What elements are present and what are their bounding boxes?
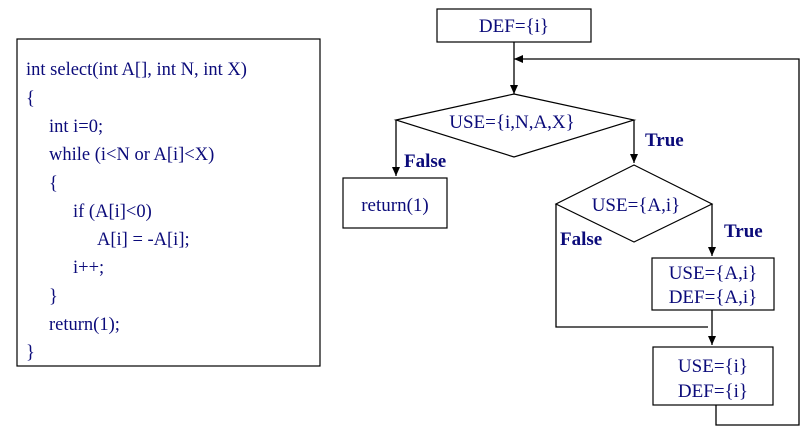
loop-false-label: False	[404, 151, 446, 172]
code-line-2: {	[26, 89, 35, 109]
assign-node-def-label: DEF={A,i}	[669, 287, 758, 308]
def-node: DEF={i}	[436, 8, 592, 43]
code-line-3: int i=0;	[49, 117, 103, 137]
code-line-5: {	[49, 174, 58, 194]
if-true-label: True	[724, 221, 763, 242]
code-listing-box	[16, 38, 321, 367]
code-line-6: if (A[i]<0)	[73, 202, 152, 222]
assign-node: USE={A,i} DEF={A,i}	[651, 257, 775, 311]
return-node-label: return(1)	[361, 195, 429, 216]
return-node: return(1)	[342, 177, 448, 229]
def-node-label: DEF={i}	[479, 16, 549, 37]
if-condition-diamond	[554, 164, 714, 243]
loop-true-label: True	[645, 130, 684, 151]
code-line-9: }	[49, 287, 58, 307]
edge-loop-back	[514, 55, 800, 426]
increment-node-box	[652, 346, 774, 406]
increment-node-use-label: USE={i}	[678, 356, 748, 377]
code-line-7: A[i] = -A[i];	[97, 230, 190, 250]
if-false-label: False	[560, 229, 602, 250]
edge-if-false	[555, 204, 708, 328]
if-condition-label: USE={A,i}	[592, 195, 681, 216]
loop-condition-node: USE={i,N,A,X}	[393, 93, 637, 158]
code-line-8: i++;	[73, 258, 104, 278]
assign-node-box	[651, 257, 775, 311]
code-line-11: }	[26, 343, 35, 363]
edge-labels: False True False True	[404, 130, 763, 250]
loop-condition-diamond	[393, 93, 637, 158]
increment-node: USE={i} DEF={i}	[652, 346, 774, 406]
code-listing: int select(int A[], int N, int X) { int …	[16, 38, 321, 367]
def-node-box	[436, 8, 592, 43]
return-node-box	[342, 177, 448, 229]
assign-node-use-label: USE={A,i}	[669, 263, 758, 284]
loop-condition-label: USE={i,N,A,X}	[449, 112, 575, 133]
code-line-10: return(1);	[49, 315, 120, 335]
code-line-1: int select(int A[], int N, int X)	[26, 60, 247, 80]
increment-node-def-label: DEF={i}	[678, 381, 748, 402]
if-condition-node: USE={A,i}	[554, 164, 714, 243]
edges	[392, 42, 800, 426]
code-line-4: while (i<N or A[i]<X)	[49, 145, 214, 165]
